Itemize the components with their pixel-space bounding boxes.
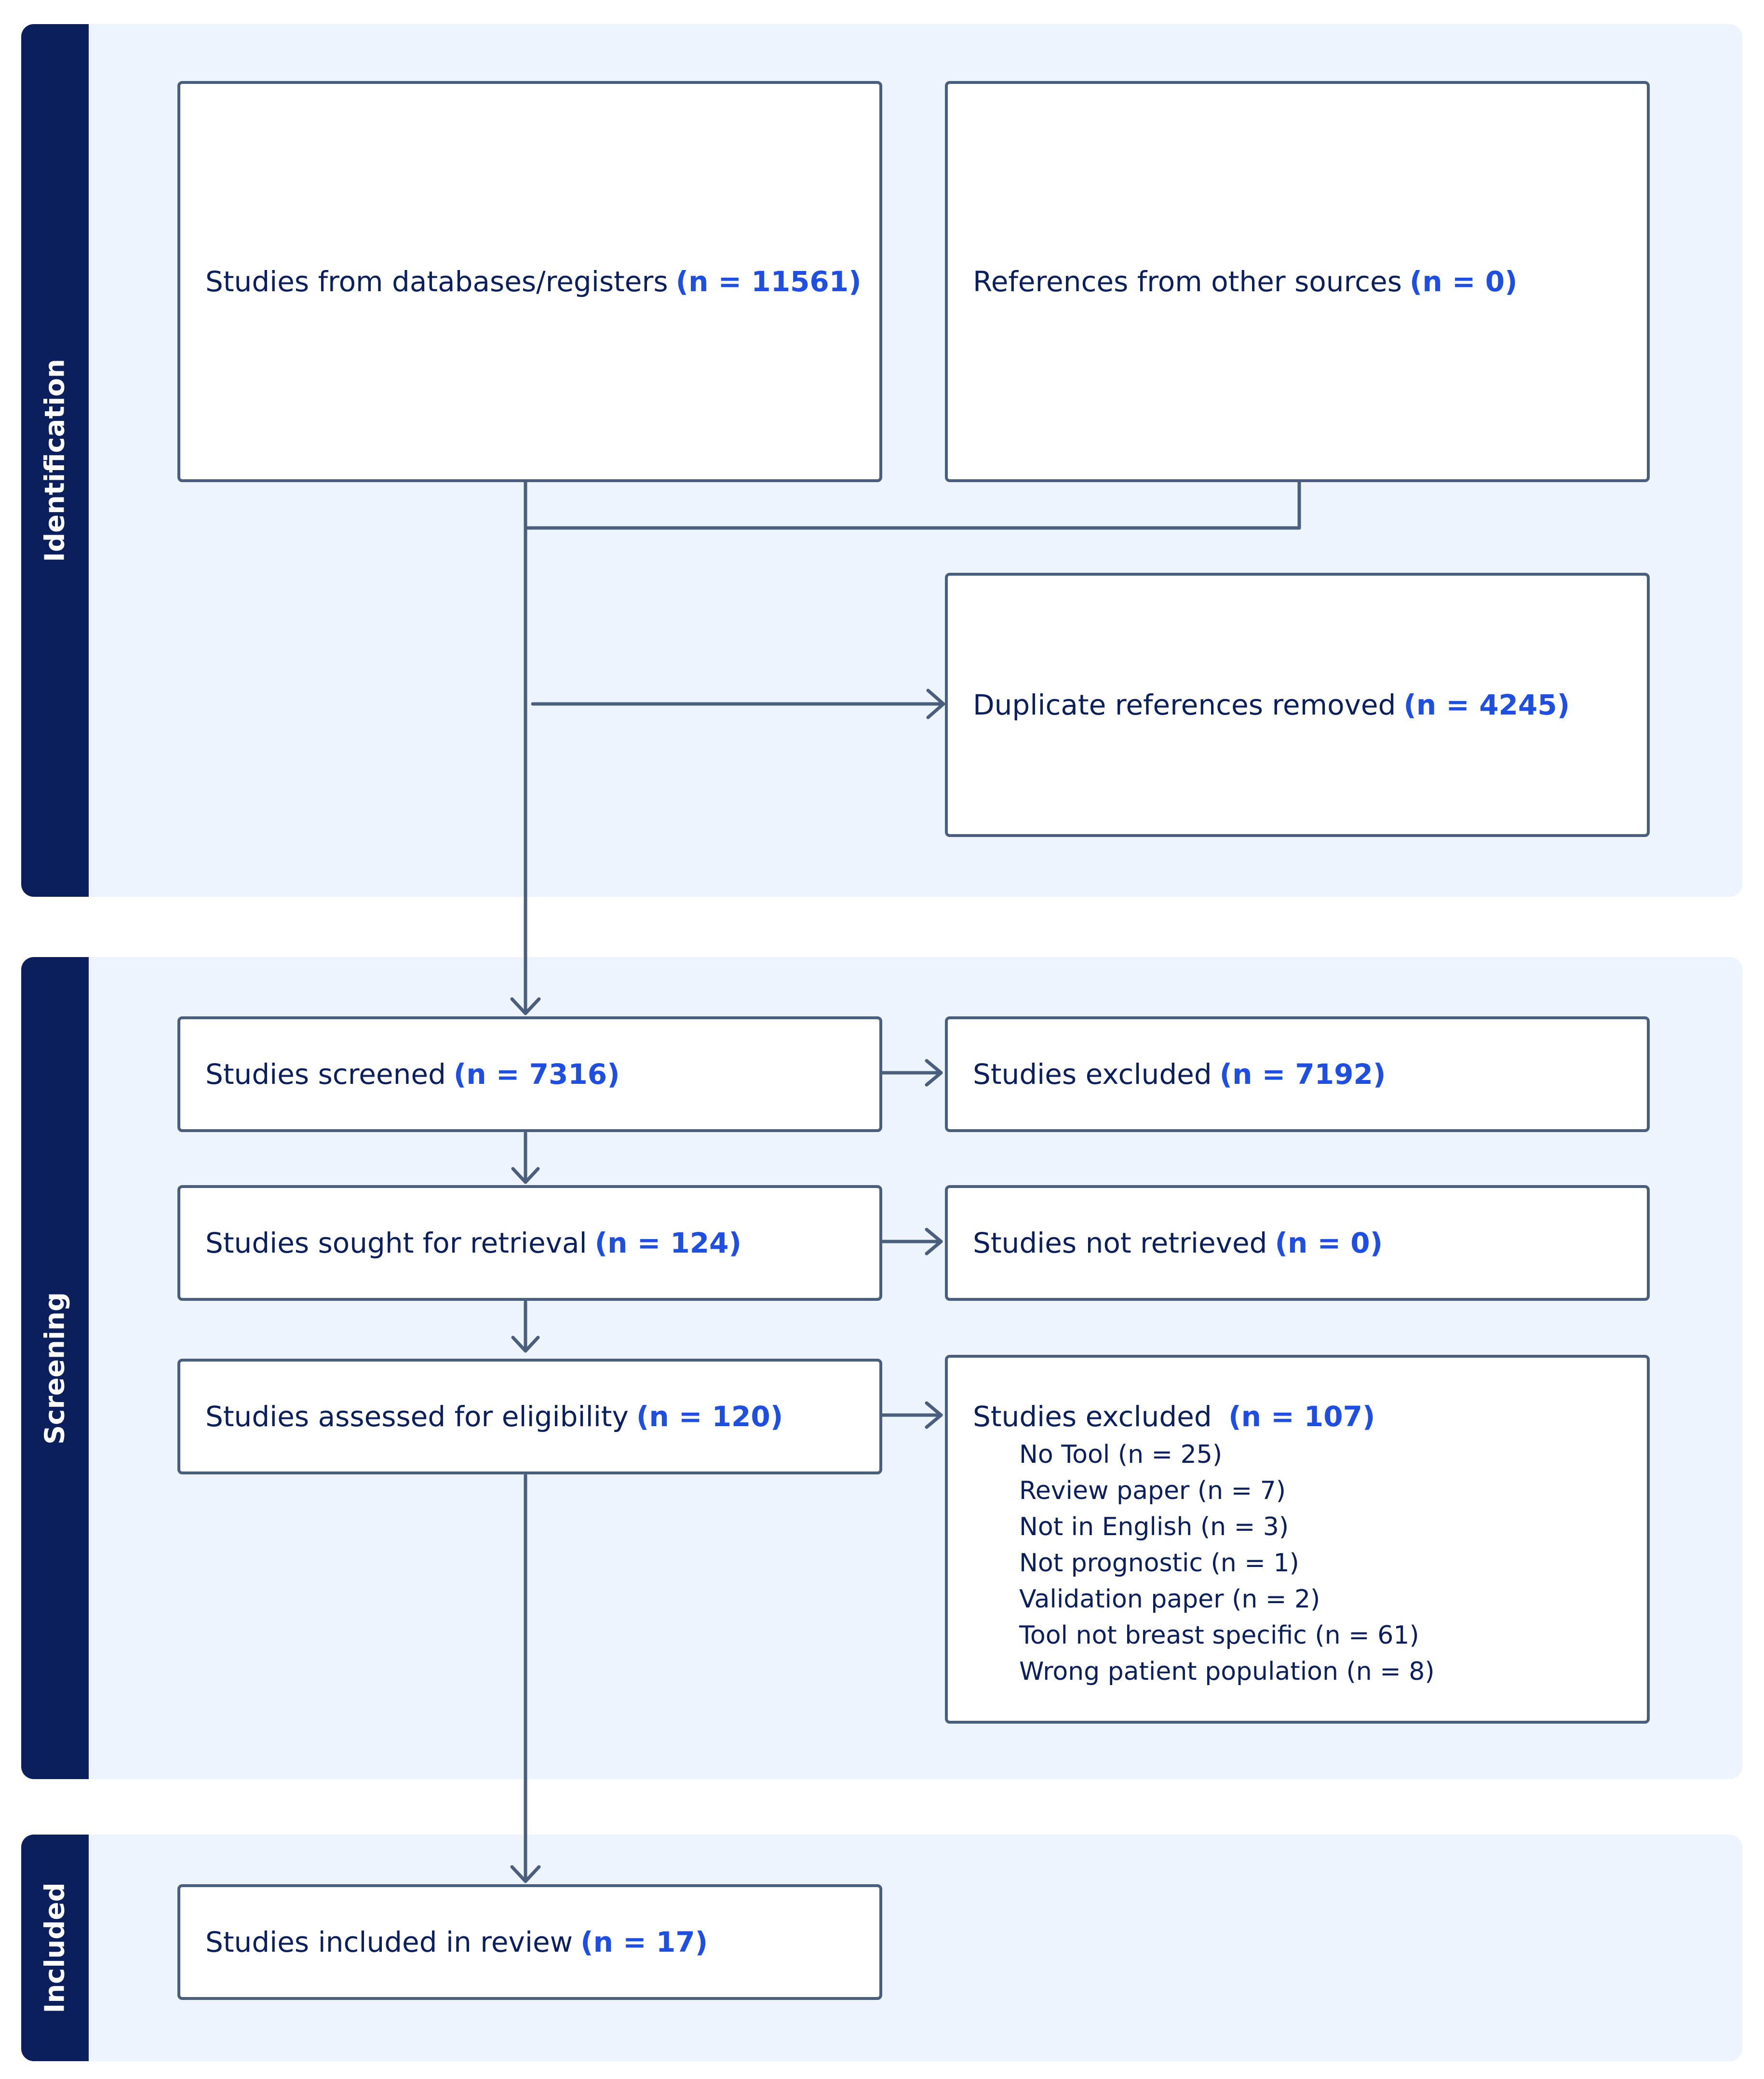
duplicates-count: (n = 4245) <box>1403 688 1570 721</box>
other-sources-box: References from other sources (n = 0) <box>945 81 1650 482</box>
full-excluded-heading: Studies excluded (n = 107) <box>973 1400 1375 1433</box>
databases-label: Studies from databases/registers <box>205 265 668 298</box>
not-retrieved-count: (n = 0) <box>1275 1227 1383 1259</box>
sought-label: Studies sought for retrieval <box>205 1227 587 1259</box>
included-box: Studies included in review (n = 17) <box>177 1884 882 2000</box>
exclusion-reason: Wrong patient population (n = 8) <box>1019 1657 1435 1686</box>
screened-label: Studies screened <box>205 1058 446 1091</box>
merge-connector <box>524 480 1301 530</box>
assessed-count: (n = 120) <box>636 1400 783 1433</box>
included-phase-bar: Included <box>21 1835 89 2061</box>
exclusion-reason: Review paper (n = 7) <box>1019 1476 1286 1505</box>
exclusion-reason: Not prognostic (n = 1) <box>1019 1549 1299 1578</box>
exclusion-reason: Not in English (n = 3) <box>1019 1512 1289 1541</box>
full-excluded-count: (n = 107) <box>1228 1400 1375 1433</box>
screen-excluded-box: Studies excluded (n = 7192) <box>945 1016 1650 1132</box>
screened-box: Studies screened (n = 7316) <box>177 1016 882 1132</box>
other-sources-label: References from other sources <box>973 265 1402 298</box>
assessed-label: Studies assessed for eligibility <box>205 1400 629 1433</box>
screen-excluded-label: Studies excluded <box>973 1058 1212 1091</box>
databases-count: (n = 11561) <box>675 265 862 298</box>
exclusion-reason: Validation paper (n = 2) <box>1019 1585 1320 1614</box>
screen-excluded-count: (n = 7192) <box>1219 1058 1386 1091</box>
exclusion-reason: No Tool (n = 25) <box>1019 1440 1223 1469</box>
identification-phase-bar: Identification <box>21 24 89 897</box>
duplicates-label: Duplicate references removed <box>973 688 1396 721</box>
not-retrieved-label: Studies not retrieved <box>973 1227 1267 1259</box>
exclusion-reasons-list: No Tool (n = 25) Review paper (n = 7) No… <box>1019 1437 1435 1690</box>
included-label: Studies included in review <box>205 1926 573 1958</box>
full-excluded-label: Studies excluded <box>973 1400 1212 1433</box>
screened-count: (n = 7316) <box>453 1058 620 1091</box>
duplicates-box: Duplicate references removed (n = 4245) <box>945 573 1650 837</box>
exclusion-reason: Tool not breast specific (n = 61) <box>1019 1621 1419 1650</box>
sought-box: Studies sought for retrieval (n = 124) <box>177 1185 882 1301</box>
other-sources-count: (n = 0) <box>1409 265 1518 298</box>
sought-count: (n = 124) <box>594 1227 741 1259</box>
assessed-box: Studies assessed for eligibility (n = 12… <box>177 1359 882 1474</box>
included-count: (n = 17) <box>580 1926 708 1958</box>
not-retrieved-box: Studies not retrieved (n = 0) <box>945 1185 1650 1301</box>
databases-box: Studies from databases/registers (n = 11… <box>177 81 882 482</box>
screening-phase-bar: Screening <box>21 957 89 1779</box>
full-excluded-box: Studies excluded (n = 107) No Tool (n = … <box>945 1355 1650 1724</box>
